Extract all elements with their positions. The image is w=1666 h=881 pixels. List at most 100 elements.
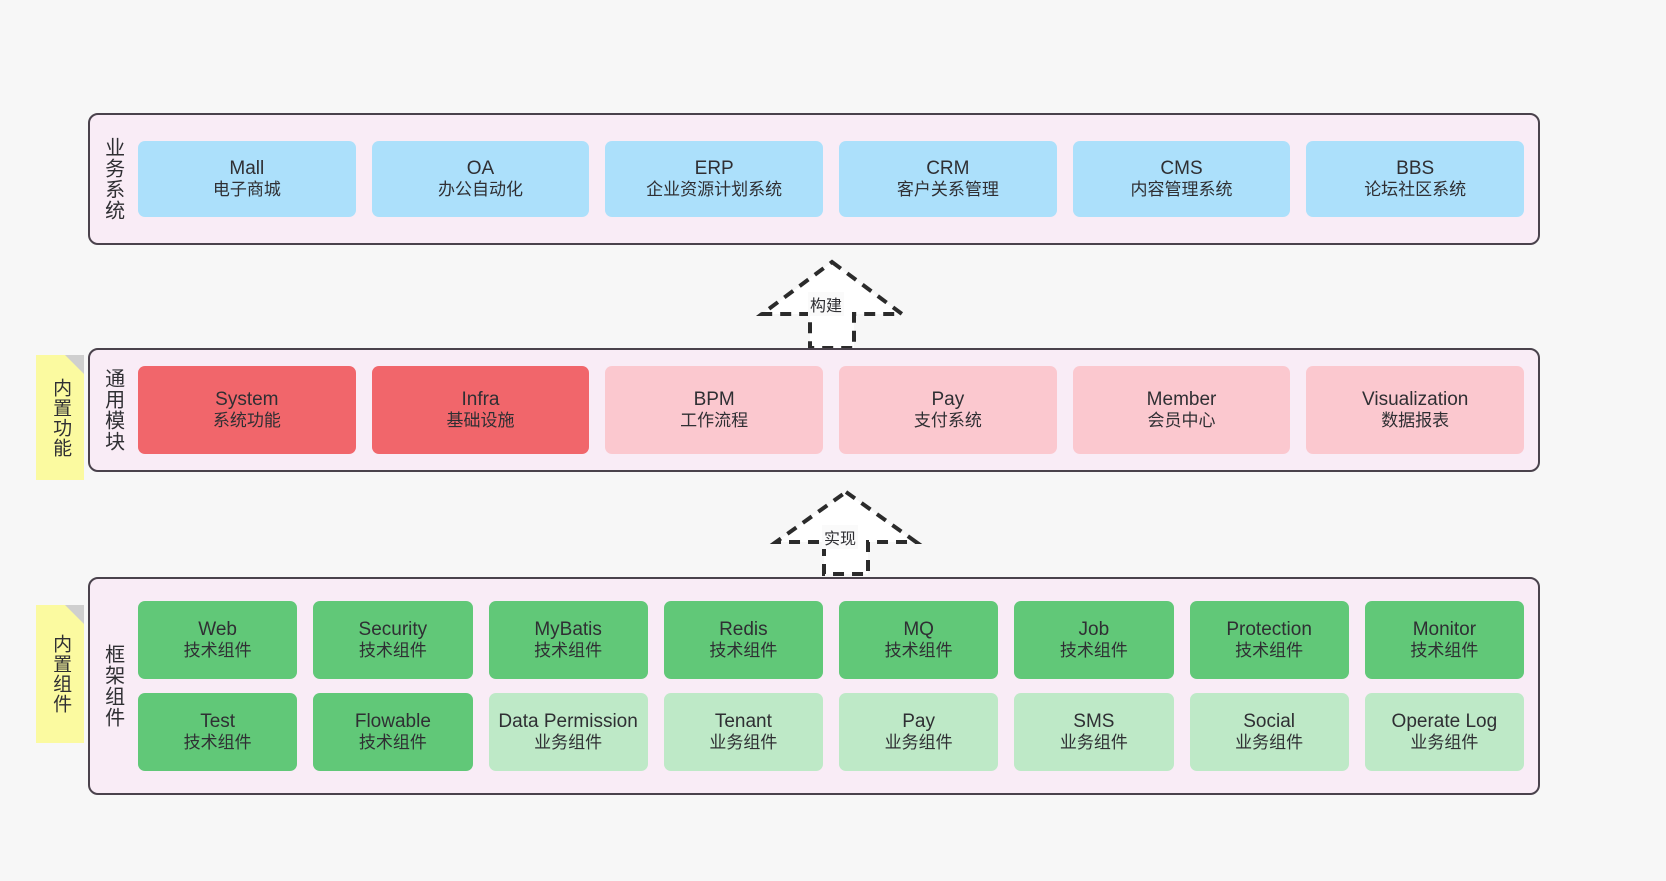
- box-visualization[interactable]: Visualization 数据报表: [1306, 366, 1525, 454]
- box-member[interactable]: Member 会员中心: [1072, 366, 1291, 454]
- section-label-business: 业务系统: [101, 137, 124, 221]
- box-oa[interactable]: OA 办公自动化: [371, 141, 590, 217]
- box-title: Tenant: [714, 711, 772, 733]
- box-sms[interactable]: SMS 业务组件: [1014, 693, 1174, 771]
- box-subtitle: 技术组件: [709, 641, 778, 661]
- note-fold-icon: [65, 605, 84, 624]
- box-mybatis[interactable]: MyBatis 技术组件: [488, 601, 648, 679]
- section-business-systems: 业务系统 Mall 电子商城 OA 办公自动化 ERP 企业资源计划系统 CRM…: [88, 113, 1540, 245]
- box-pay-component[interactable]: Pay 业务组件: [839, 693, 999, 771]
- box-title: Security: [358, 619, 428, 641]
- box-title: CMS: [1160, 158, 1203, 180]
- box-subtitle: 业务组件: [1059, 733, 1128, 753]
- box-title: Job: [1078, 619, 1110, 641]
- sticky-note-builtin-features: 内置功能: [36, 355, 84, 480]
- framework-tech-row: Web 技术组件 Security 技术组件 MyBatis 技术组件 Redi…: [138, 601, 1524, 679]
- box-operate-log[interactable]: Operate Log 业务组件: [1364, 693, 1524, 771]
- box-subtitle: 技术组件: [884, 641, 953, 661]
- section-body-modules: System 系统功能 Infra 基础设施 BPM 工作流程 Pay 支付系统…: [134, 350, 1538, 470]
- box-title: System: [215, 389, 279, 411]
- box-subtitle: 支付系统: [913, 411, 982, 431]
- section-body-framework: Web 技术组件 Security 技术组件 MyBatis 技术组件 Redi…: [134, 579, 1538, 793]
- sticky-note-text: 内置组件: [50, 634, 72, 714]
- box-erp[interactable]: ERP 企业资源计划系统: [605, 141, 824, 217]
- box-title: SMS: [1073, 711, 1115, 733]
- box-redis[interactable]: Redis 技术组件: [663, 601, 823, 679]
- box-title: Visualization: [1362, 389, 1469, 411]
- box-social[interactable]: Social 业务组件: [1189, 693, 1349, 771]
- framework-biz-row: Test 技术组件 Flowable 技术组件 Data Permission …: [138, 693, 1524, 771]
- box-title: Pay: [931, 389, 965, 411]
- box-flowable[interactable]: Flowable 技术组件: [313, 693, 473, 771]
- box-subtitle: 技术组件: [1235, 641, 1304, 661]
- section-label-framework: 框架组件: [101, 644, 124, 728]
- box-subtitle: 业务组件: [709, 733, 778, 753]
- sticky-note-builtin-components: 内置组件: [36, 605, 84, 743]
- box-bpm[interactable]: BPM 工作流程: [605, 366, 824, 454]
- box-subtitle: 业务组件: [534, 733, 603, 753]
- box-subtitle: 论坛社区系统: [1364, 180, 1467, 200]
- box-title: BBS: [1396, 158, 1435, 180]
- section-body-business: Mall 电子商城 OA 办公自动化 ERP 企业资源计划系统 CRM 客户关系…: [134, 115, 1538, 243]
- box-subtitle: 系统功能: [212, 411, 281, 431]
- modules-row: System 系统功能 Infra 基础设施 BPM 工作流程 Pay 支付系统…: [138, 366, 1525, 454]
- box-title: Redis: [719, 619, 768, 641]
- box-title: Social: [1243, 711, 1295, 733]
- box-infra[interactable]: Infra 基础设施: [371, 366, 590, 454]
- box-monitor[interactable]: Monitor 技术组件: [1364, 601, 1524, 679]
- box-crm[interactable]: CRM 客户关系管理: [839, 141, 1057, 217]
- box-subtitle: 技术组件: [358, 641, 427, 661]
- box-subtitle: 工作流程: [680, 411, 749, 431]
- box-subtitle: 业务组件: [1235, 733, 1304, 753]
- box-cms[interactable]: CMS 内容管理系统: [1072, 141, 1291, 217]
- box-title: CRM: [926, 158, 970, 180]
- box-subtitle: 技术组件: [1059, 641, 1128, 661]
- note-fold-icon: [65, 355, 84, 374]
- box-subtitle: 数据报表: [1381, 411, 1450, 431]
- box-title: MyBatis: [534, 619, 602, 641]
- box-bbs[interactable]: BBS 论坛社区系统: [1306, 141, 1525, 217]
- box-title: Operate Log: [1391, 711, 1498, 733]
- box-subtitle: 技术组件: [183, 641, 252, 661]
- sticky-note-text: 内置功能: [50, 377, 72, 458]
- box-subtitle: 业务组件: [884, 733, 953, 753]
- box-title: MQ: [903, 619, 934, 641]
- box-subtitle: 技术组件: [1410, 641, 1479, 661]
- box-subtitle: 技术组件: [358, 733, 427, 753]
- box-subtitle: 基础设施: [446, 411, 515, 431]
- box-subtitle: 内容管理系统: [1130, 180, 1233, 200]
- box-tenant[interactable]: Tenant 业务组件: [663, 693, 823, 771]
- box-title: OA: [466, 158, 495, 180]
- box-protection[interactable]: Protection 技术组件: [1189, 601, 1349, 679]
- box-data-permission[interactable]: Data Permission 业务组件: [488, 693, 648, 771]
- box-pay-module[interactable]: Pay 支付系统: [839, 366, 1057, 454]
- connector-implement-label: 实现: [822, 525, 859, 549]
- box-security[interactable]: Security 技术组件: [313, 601, 473, 679]
- box-title: Flowable: [354, 711, 431, 733]
- box-title: ERP: [694, 158, 734, 180]
- box-title: BPM: [693, 389, 735, 411]
- box-title: Infra: [461, 389, 500, 411]
- box-subtitle: 技术组件: [534, 641, 603, 661]
- box-title: Pay: [902, 711, 935, 733]
- connector-build-label: 构建: [808, 292, 845, 316]
- box-title: Member: [1146, 389, 1217, 411]
- box-subtitle: 电子商城: [212, 180, 281, 200]
- box-subtitle: 客户关系管理: [896, 180, 999, 200]
- box-title: Test: [200, 711, 236, 733]
- box-subtitle: 办公自动化: [438, 180, 523, 200]
- box-web[interactable]: Web 技术组件: [138, 601, 298, 679]
- box-title: Web: [198, 619, 237, 641]
- box-subtitle: 业务组件: [1410, 733, 1479, 753]
- box-mall[interactable]: Mall 电子商城: [138, 141, 356, 217]
- box-job[interactable]: Job 技术组件: [1014, 601, 1174, 679]
- section-label-modules: 通用模块: [101, 368, 124, 452]
- section-common-modules: 通用模块 System 系统功能 Infra 基础设施 BPM 工作流程 Pay…: [88, 348, 1540, 472]
- box-title: Protection: [1226, 619, 1312, 641]
- box-mq[interactable]: MQ 技术组件: [839, 601, 999, 679]
- box-subtitle: 会员中心: [1147, 411, 1216, 431]
- business-row: Mall 电子商城 OA 办公自动化 ERP 企业资源计划系统 CRM 客户关系…: [138, 141, 1525, 217]
- box-test[interactable]: Test 技术组件: [138, 693, 298, 771]
- box-system[interactable]: System 系统功能: [138, 366, 356, 454]
